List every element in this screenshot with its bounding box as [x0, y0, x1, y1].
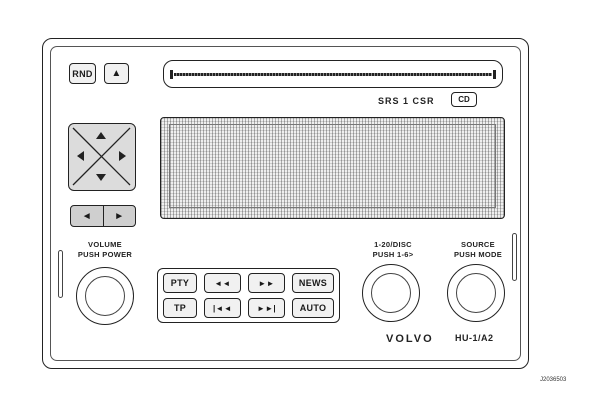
nav-back-button[interactable]: ◄ [81, 210, 92, 222]
nav-back-forward-bar[interactable]: ◄ ► [70, 205, 136, 227]
cd-logo-icon: CD [451, 92, 477, 107]
cd-disc-label: 1-20/DISC PUSH 1-6> [358, 240, 428, 260]
previous-track-icon: |◄◄ [213, 303, 232, 313]
next-track-icon: ►►| [257, 303, 276, 313]
left-side-groove [58, 250, 63, 298]
previous-track-button[interactable]: |◄◄ [204, 298, 241, 318]
volume-label-sub: PUSH POWER [77, 250, 133, 259]
cd-slot-right-end [493, 70, 496, 79]
rewind-icon: ◄◄ [214, 278, 231, 288]
volvo-logo: VOLVO [386, 333, 434, 345]
next-track-button[interactable]: ►►| [248, 298, 285, 318]
fast-forward-button[interactable]: ►► [248, 273, 285, 293]
lcd-display-inner [169, 124, 496, 208]
model-number: HU-1/A2 [455, 333, 494, 343]
audio-brand-text: SRS 1 CSR [378, 96, 435, 106]
nav-down-arrow-icon[interactable] [96, 174, 106, 181]
auto-button[interactable]: AUTO [292, 298, 334, 318]
lcd-display [160, 117, 505, 219]
nav-left-arrow-icon[interactable] [77, 151, 84, 161]
volume-label: VOLUME PUSH POWER [70, 240, 140, 260]
tp-button[interactable]: TP [163, 298, 197, 318]
figure-reference-code: J2036503 [540, 377, 567, 383]
source-label-title: SOURCE [461, 240, 495, 249]
source-label-sub: PUSH MODE [453, 250, 503, 259]
navigation-pad[interactable] [68, 123, 136, 191]
cd-slot-opening [174, 73, 492, 76]
cd-disc-knob[interactable] [362, 264, 420, 322]
eject-icon: ▲ [111, 68, 122, 79]
news-button[interactable]: NEWS [292, 273, 334, 293]
cd-disc-label-title: 1-20/DISC [374, 240, 412, 249]
nav-up-arrow-icon[interactable] [96, 132, 106, 139]
source-label: SOURCE PUSH MODE [443, 240, 513, 260]
cd-slot-left-end [170, 70, 173, 79]
fast-forward-icon: ►► [258, 278, 275, 288]
cd-slot [163, 60, 503, 88]
volume-label-title: VOLUME [88, 240, 122, 249]
source-knob[interactable] [447, 264, 505, 322]
rnd-button[interactable]: RND [69, 63, 96, 84]
nav-forward-button[interactable]: ► [102, 206, 136, 226]
nav-right-arrow-icon[interactable] [119, 151, 126, 161]
cd-disc-label-sub: PUSH 1-6> [372, 250, 414, 259]
volume-knob[interactable] [76, 267, 134, 325]
right-side-groove [512, 233, 517, 281]
eject-button[interactable]: ▲ [104, 63, 129, 84]
rewind-button[interactable]: ◄◄ [204, 273, 241, 293]
radio-faceplate-inner [50, 46, 521, 361]
pty-button[interactable]: PTY [163, 273, 197, 293]
